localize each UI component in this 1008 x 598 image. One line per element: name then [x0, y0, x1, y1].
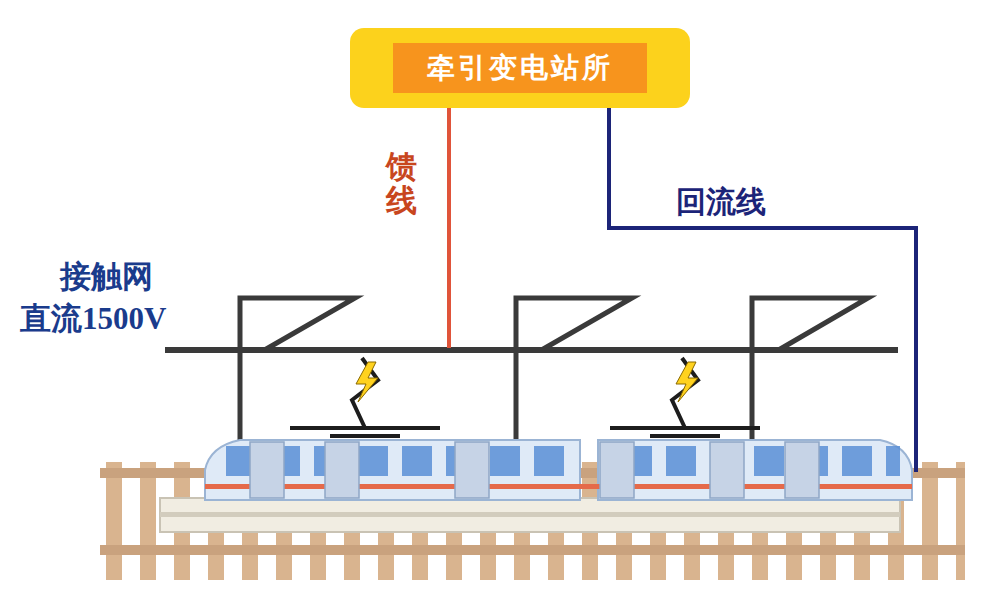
- substation-title: 牵引变电站所: [393, 43, 647, 93]
- catenary-label: 接触网: [60, 256, 153, 298]
- feeder-label: 馈线: [386, 150, 417, 218]
- substation-box: 牵引变电站所: [350, 28, 690, 108]
- voltage-label: 直流1500V: [20, 298, 166, 340]
- return-line-label: 回流线: [676, 182, 766, 223]
